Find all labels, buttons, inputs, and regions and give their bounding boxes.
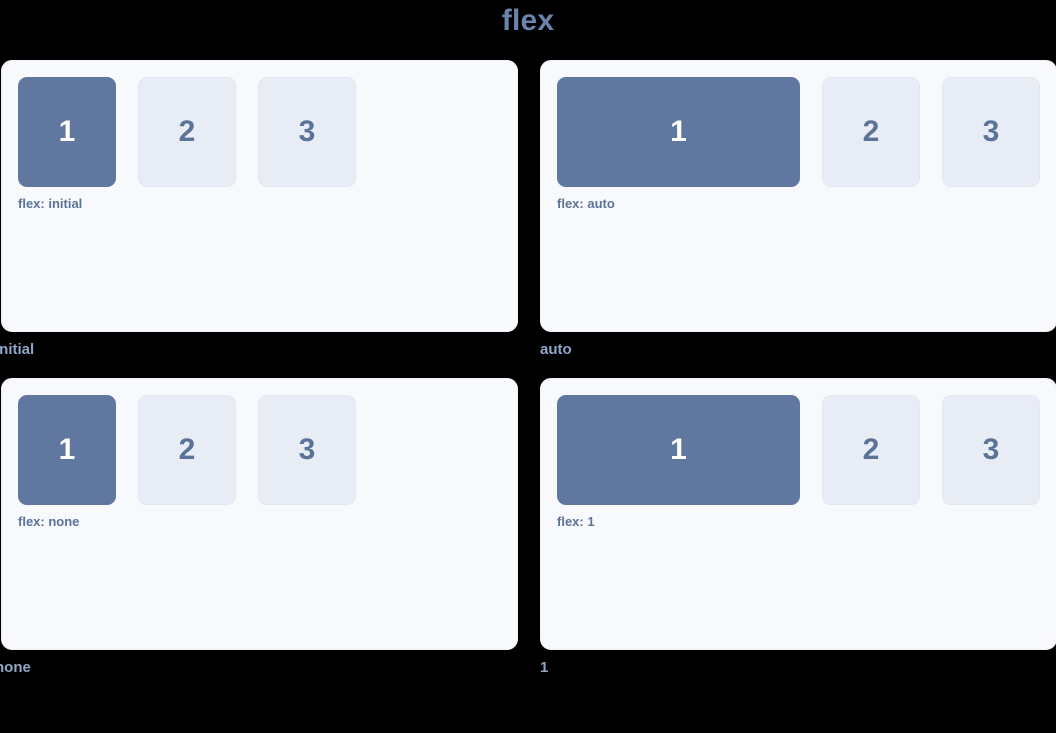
flex-item-1[interactable]: 1	[557, 395, 800, 505]
flex-container-initial: 1 2 3	[18, 77, 501, 187]
demo-caption-initial: initial	[0, 341, 35, 358]
demo-caption-one: 1	[540, 659, 549, 676]
flex-property-note: flex: initial	[18, 196, 83, 211]
flex-item-3[interactable]: 3	[258, 77, 356, 187]
demo-cell-none: 1 2 3 flex: none none	[0, 378, 518, 677]
flex-container-auto: 1 2 3	[557, 77, 1040, 187]
flex-item-1[interactable]: 1	[18, 77, 116, 187]
demo-cell-one: 1 2 3 flex: 1 1	[540, 378, 1056, 677]
flex-container-none: 1 2 3	[18, 395, 501, 505]
flex-item-3[interactable]: 3	[942, 395, 1040, 505]
flex-panel-none: 1 2 3 flex: none	[1, 378, 518, 650]
flex-property-note: flex: none	[18, 514, 80, 529]
demo-caption-auto: auto	[540, 341, 572, 358]
flex-item-2[interactable]: 2	[822, 77, 920, 187]
flex-item-2[interactable]: 2	[138, 77, 236, 187]
demo-caption-none: none	[0, 659, 31, 676]
flex-panel-initial: 1 2 3 flex: initial	[1, 60, 518, 332]
demo-cell-initial: 1 2 3 flex: initial initial	[0, 60, 518, 359]
flex-panel-auto: 1 2 3 flex: auto	[540, 60, 1056, 332]
flex-container-one: 1 2 3	[557, 395, 1040, 505]
flex-panel-one: 1 2 3 flex: 1	[540, 378, 1056, 650]
demo-cell-auto: 1 2 3 flex: auto auto	[540, 60, 1056, 359]
flex-item-1[interactable]: 1	[18, 395, 116, 505]
page-title: flex	[501, 4, 555, 37]
flex-item-3[interactable]: 3	[258, 395, 356, 505]
flex-item-2[interactable]: 2	[822, 395, 920, 505]
flex-property-note: flex: auto	[557, 196, 615, 211]
flex-property-note: flex: 1	[557, 514, 595, 529]
flex-item-2[interactable]: 2	[138, 395, 236, 505]
demo-grid: 1 2 3 flex: initial initial 1 2 3 flex: …	[0, 60, 1056, 677]
flex-item-1[interactable]: 1	[557, 77, 800, 187]
flex-item-3[interactable]: 3	[942, 77, 1040, 187]
